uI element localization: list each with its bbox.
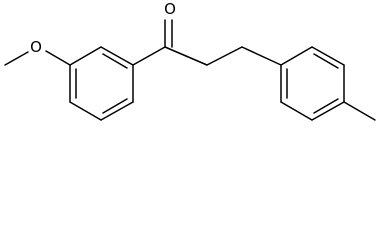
propanone-chain: O bbox=[132, 0, 282, 66]
aromatic-bond bbox=[102, 53, 128, 69]
bond bbox=[280, 46, 313, 66]
bond bbox=[69, 46, 102, 66]
bond bbox=[45, 50, 71, 66]
bond bbox=[132, 46, 166, 66]
bond bbox=[280, 101, 313, 121]
ether-oxygen-label: O bbox=[30, 38, 42, 56]
chemical-structure-drawing: O O bbox=[4, 0, 376, 121]
methyl-group bbox=[343, 101, 376, 121]
methoxyphenyl-ring bbox=[69, 46, 134, 121]
bond bbox=[343, 101, 376, 121]
aromatic-bond bbox=[102, 98, 128, 114]
bond bbox=[311, 46, 345, 66]
bond bbox=[206, 46, 243, 66]
bond bbox=[241, 46, 282, 66]
bond bbox=[100, 46, 134, 66]
bond bbox=[100, 101, 134, 121]
aromatic-bond bbox=[313, 98, 339, 114]
methoxy-group: O bbox=[4, 38, 71, 66]
bond bbox=[164, 46, 208, 66]
aromatic-bond bbox=[313, 53, 339, 69]
ketone-oxygen-label: O bbox=[164, 0, 176, 18]
bond bbox=[4, 51, 29, 66]
bond bbox=[69, 101, 102, 121]
tolyl-ring bbox=[280, 46, 345, 121]
bond bbox=[311, 101, 345, 121]
